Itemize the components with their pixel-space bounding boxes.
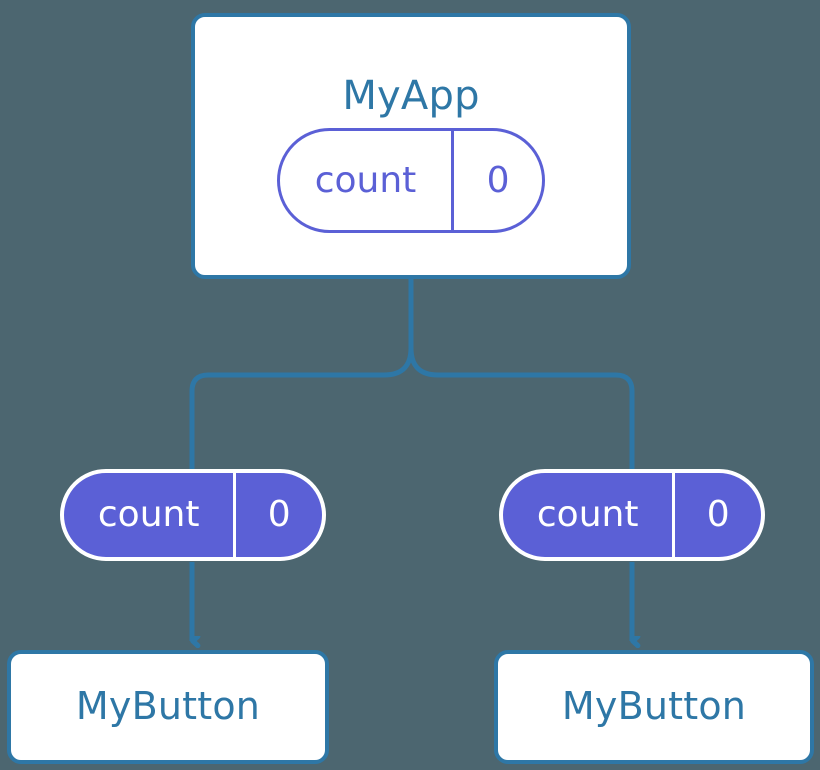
- state-value-right: 0: [672, 473, 761, 557]
- state-key-right: count: [536, 494, 639, 535]
- state-value-left: 0: [233, 473, 322, 557]
- state-flow-right: [408, 347, 635, 470]
- component-mybutton-right-title: MyButton: [561, 684, 747, 728]
- state-flow-left: [189, 347, 414, 470]
- state-value-myapp: 0: [451, 131, 542, 230]
- state-capsule-myapp[interactable]: count 0: [277, 128, 545, 233]
- component-myapp-title: MyApp: [342, 73, 480, 119]
- component-mybutton-left[interactable]: MyButton: [7, 650, 329, 764]
- state-capsule-left[interactable]: count 0: [60, 469, 326, 561]
- state-capsule-right[interactable]: count 0: [499, 469, 765, 561]
- state-key-left: count: [97, 494, 200, 535]
- state-key-myapp: count: [314, 159, 417, 201]
- component-mybutton-right[interactable]: MyButton: [494, 650, 814, 764]
- component-mybutton-left-title: MyButton: [75, 684, 261, 728]
